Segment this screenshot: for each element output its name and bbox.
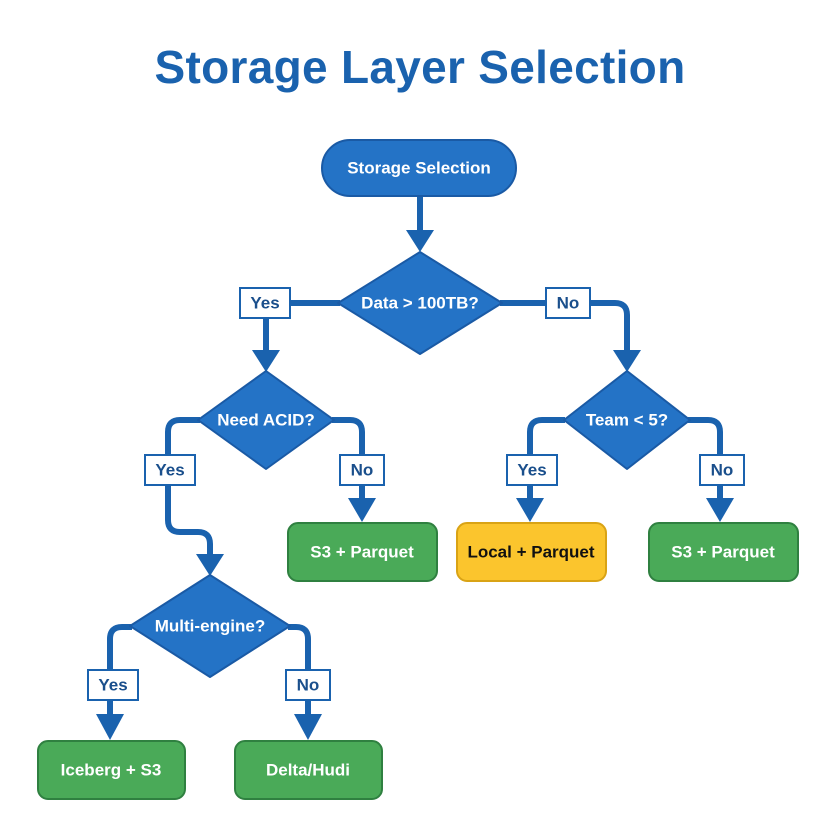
- outcome-local-parquet-label: Local + Parquet: [467, 543, 594, 562]
- decision-multi-engine-label: Multi-engine?: [155, 617, 265, 636]
- arrowhead-icon: [406, 230, 434, 252]
- connector-team-yes: [527, 417, 565, 500]
- edge-label-acid-no: No: [339, 454, 385, 486]
- arrowhead-icon: [252, 350, 280, 372]
- svg-text:Yes: Yes: [250, 294, 279, 313]
- arrowhead-icon: [196, 554, 224, 576]
- arrowhead-icon: [516, 498, 544, 522]
- edge-label-data-no: No: [545, 287, 591, 319]
- decision-multi-engine[interactable]: Multi-engine?: [129, 574, 291, 678]
- diagram-title: Storage Layer Selection: [154, 41, 686, 93]
- connector-multi-no: [288, 624, 311, 716]
- edge-label-team-yes: Yes: [506, 454, 558, 486]
- decision-team-size-label: Team < 5?: [586, 411, 668, 430]
- outcome-delta-hudi-label: Delta/Hudi: [266, 761, 350, 780]
- arrowhead-icon: [613, 350, 641, 372]
- outcome-iceberg-s3-label: Iceberg + S3: [61, 761, 162, 780]
- svg-text:No: No: [351, 461, 374, 480]
- connector-acid-no: [332, 417, 365, 500]
- decision-need-acid-label: Need ACID?: [217, 411, 315, 430]
- connector-multi-yes: [107, 624, 132, 716]
- connector-data-no: [500, 300, 630, 352]
- outcome-iceberg-s3[interactable]: Iceberg + S3: [37, 740, 186, 800]
- outcome-local-parquet[interactable]: Local + Parquet: [456, 522, 607, 582]
- outcome-s3-parquet-right[interactable]: S3 + Parquet: [648, 522, 799, 582]
- decision-need-acid[interactable]: Need ACID?: [197, 370, 335, 470]
- connector-acid-yes: [165, 417, 213, 556]
- decision-data-size[interactable]: Data > 100TB?: [337, 251, 503, 355]
- edge-label-data-yes: Yes: [239, 287, 291, 319]
- svg-text:No: No: [711, 461, 734, 480]
- svg-text:Yes: Yes: [517, 461, 546, 480]
- svg-text:No: No: [557, 294, 580, 313]
- outcome-s3-parquet-left[interactable]: S3 + Parquet: [287, 522, 438, 582]
- edge-label-multi-yes: Yes: [87, 669, 139, 701]
- start-node[interactable]: Storage Selection: [321, 139, 517, 197]
- svg-text:No: No: [297, 676, 320, 695]
- outcome-s3-parquet-right-label: S3 + Parquet: [671, 543, 775, 562]
- edge-label-acid-yes: Yes: [144, 454, 196, 486]
- edge-label-team-no: No: [699, 454, 745, 486]
- outcome-delta-hudi[interactable]: Delta/Hudi: [234, 740, 383, 800]
- decision-data-size-label: Data > 100TB?: [361, 294, 479, 313]
- connector-team-no: [688, 417, 723, 500]
- arrowhead-icon: [294, 714, 322, 740]
- arrowhead-icon: [96, 714, 124, 740]
- arrowhead-icon: [706, 498, 734, 522]
- outcome-s3-parquet-left-label: S3 + Parquet: [310, 543, 414, 562]
- decision-team-size[interactable]: Team < 5?: [563, 370, 691, 470]
- arrowhead-icon: [348, 498, 376, 522]
- svg-text:Yes: Yes: [155, 461, 184, 480]
- start-node-label: Storage Selection: [347, 159, 491, 178]
- edge-label-multi-no: No: [285, 669, 331, 701]
- svg-text:Yes: Yes: [98, 676, 127, 695]
